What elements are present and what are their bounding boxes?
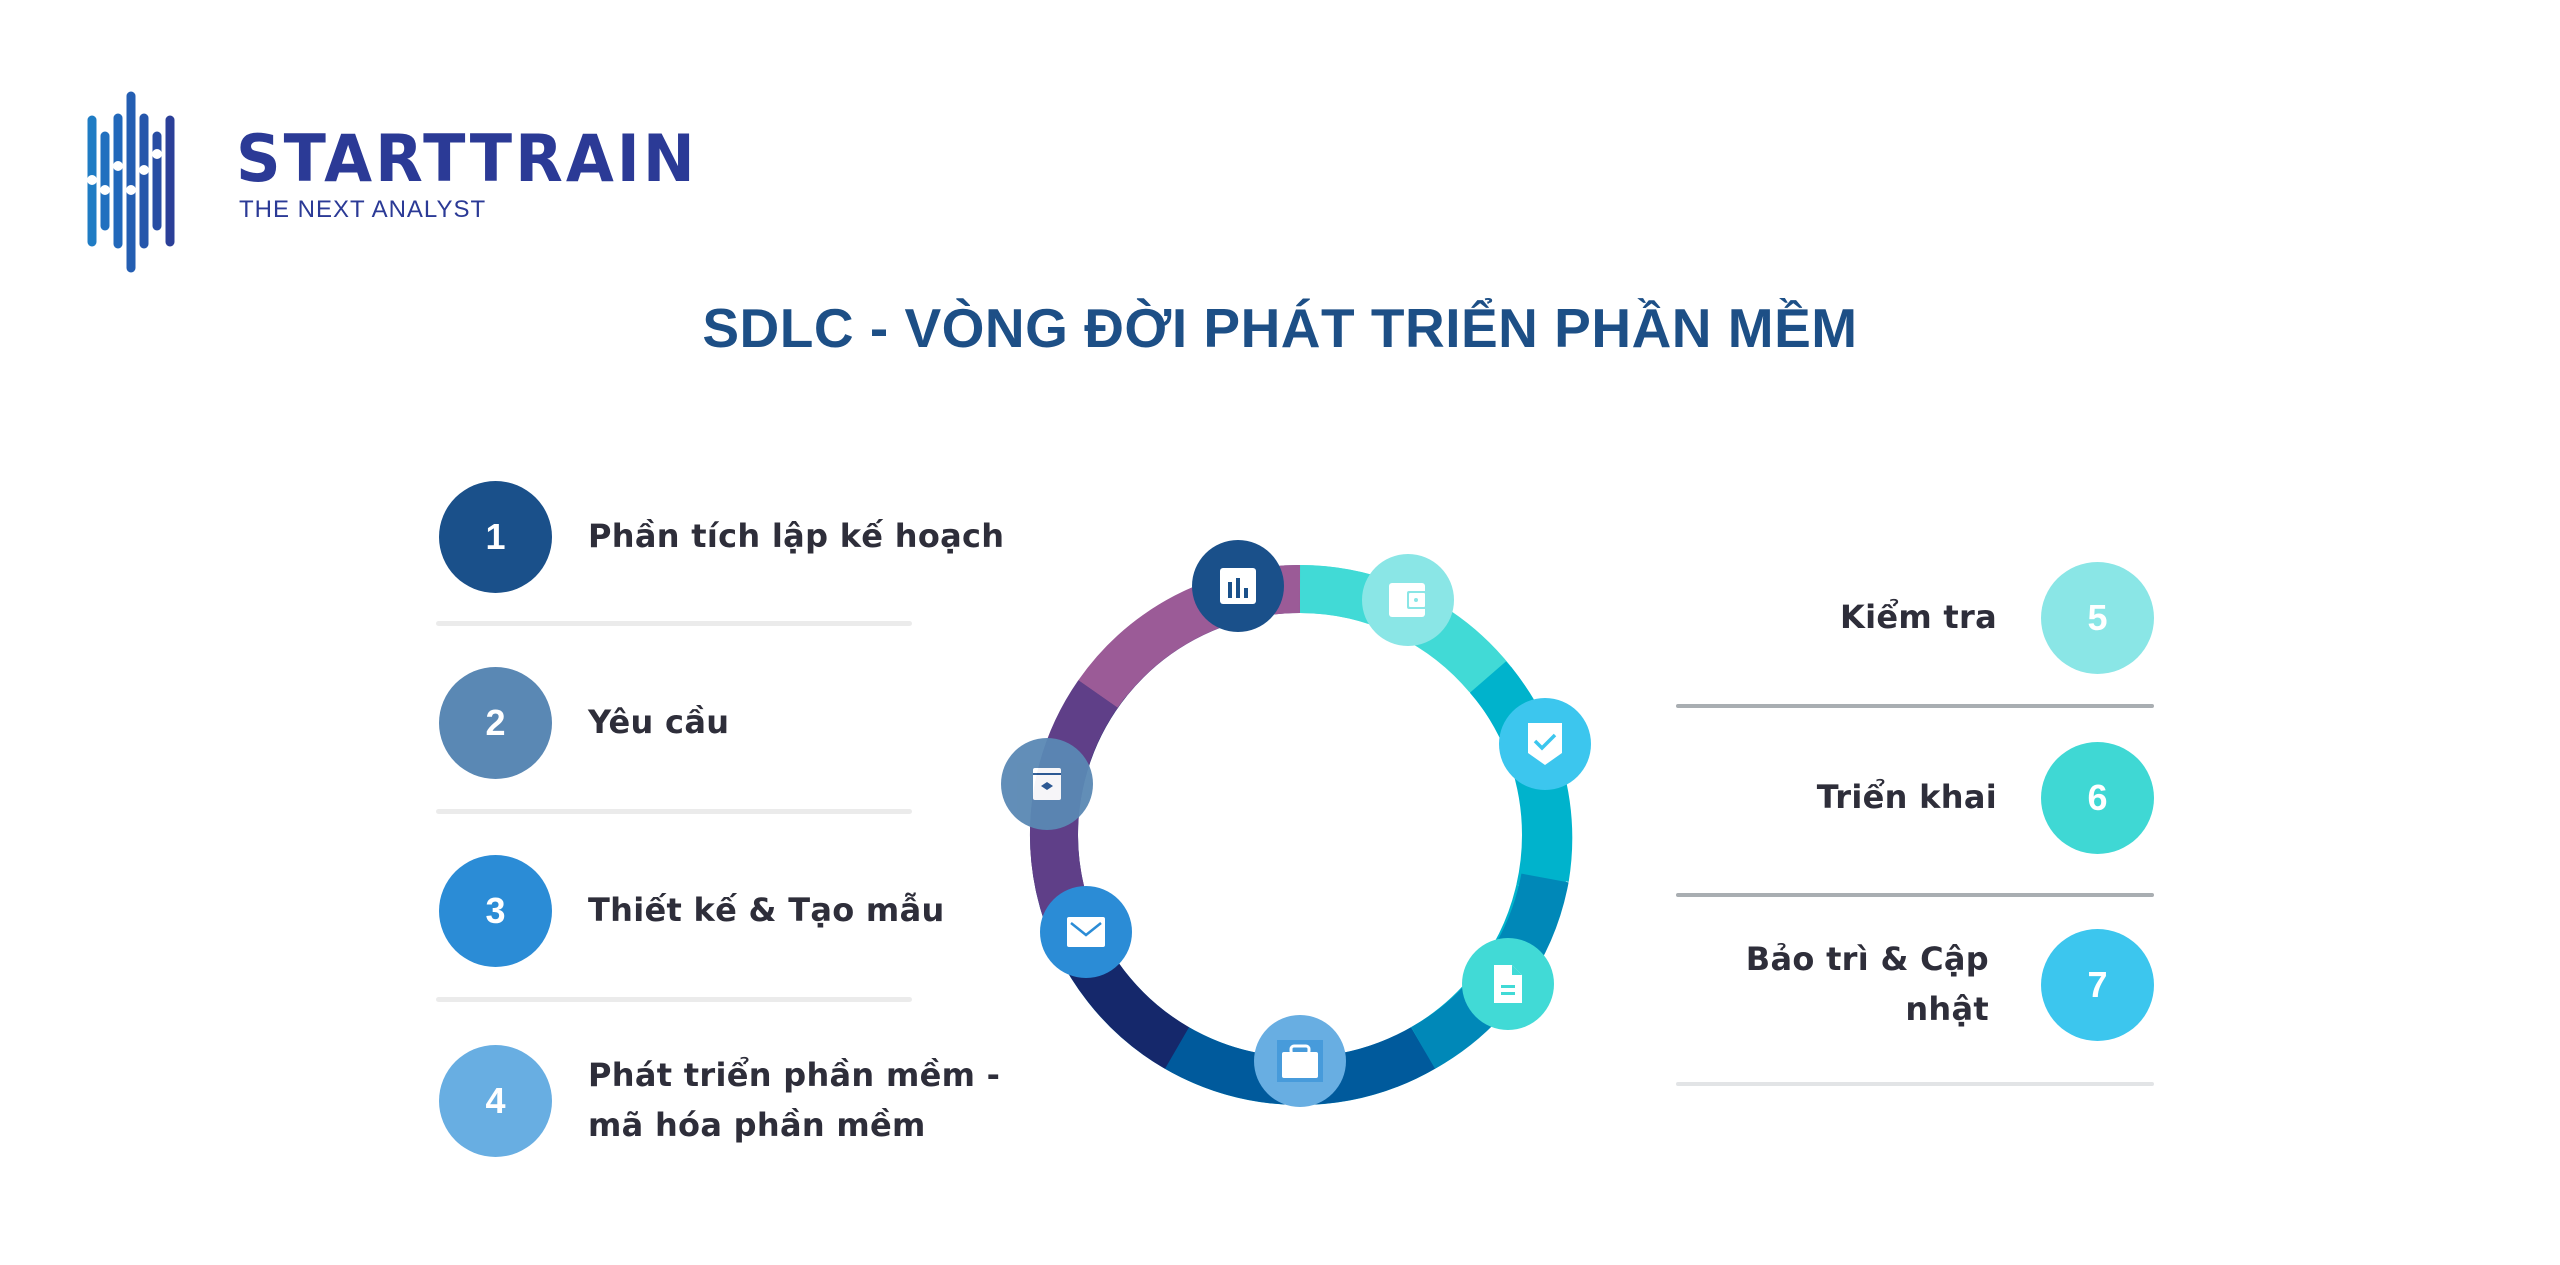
briefcase-icon — [1254, 1015, 1346, 1107]
step-label: Bảo trì & Cập nhật — [1745, 940, 1989, 1028]
sdlc-cycle-ring — [1000, 540, 1620, 1120]
step-5: Kiểm tra 5 — [1676, 562, 2154, 674]
logo-bars-icon — [87, 91, 175, 273]
step-label: Phần tích lập kế hoạch — [588, 517, 1005, 556]
shield-check-icon — [1499, 698, 1591, 790]
divider — [436, 997, 912, 1002]
starttrain-logo: STARTTRAIN THE NEXT ANALYST — [86, 90, 706, 275]
step-number-badge: 1 — [439, 481, 552, 593]
logo-wordmark: STARTTRAIN — [236, 120, 698, 197]
step-number-badge: 7 — [2041, 929, 2154, 1041]
document-icon — [1462, 938, 1554, 1030]
divider — [1676, 704, 2154, 708]
step-2: 2 Yêu cầu — [439, 667, 729, 779]
step-label: Kiểm tra — [1839, 598, 1997, 637]
divider — [436, 621, 912, 626]
step-number-badge: 2 — [439, 667, 552, 779]
divider — [1676, 893, 2154, 897]
step-number-badge: 5 — [2041, 562, 2154, 674]
step-4: 4 Phát triển phần mềm - mã hóa phần mềm — [439, 1045, 1000, 1157]
page-title: SDLC - VÒNG ĐỜI PHÁT TRIỂN PHẦN MỀM — [702, 297, 1858, 359]
step-number-badge: 4 — [439, 1045, 552, 1157]
step-number-badge: 6 — [2041, 742, 2154, 854]
archive-box-icon — [1001, 738, 1093, 830]
step-label: Triển khai — [1816, 778, 1997, 817]
step-6: Triển khai 6 — [1676, 742, 2154, 854]
divider — [436, 809, 912, 814]
step-label: Yêu cầu — [588, 703, 730, 742]
bar-chart-icon — [1192, 540, 1284, 632]
step-number-badge: 3 — [439, 855, 552, 967]
divider — [1676, 1082, 2154, 1086]
step-7: Bảo trì & Cập nhật 7 — [1676, 929, 2154, 1041]
step-1: 1 Phần tích lập kế hoạch — [439, 481, 1004, 593]
step-label: Phát triển phần mềm - mã hóa phần mềm — [588, 1056, 1001, 1144]
logo-tagline: THE NEXT ANALYST — [239, 196, 487, 223]
step-label: Thiết kế & Tạo mẫu — [588, 891, 945, 930]
step-3: 3 Thiết kế & Tạo mẫu — [439, 855, 945, 967]
wallet-icon — [1362, 554, 1454, 646]
envelope-icon — [1040, 886, 1132, 978]
